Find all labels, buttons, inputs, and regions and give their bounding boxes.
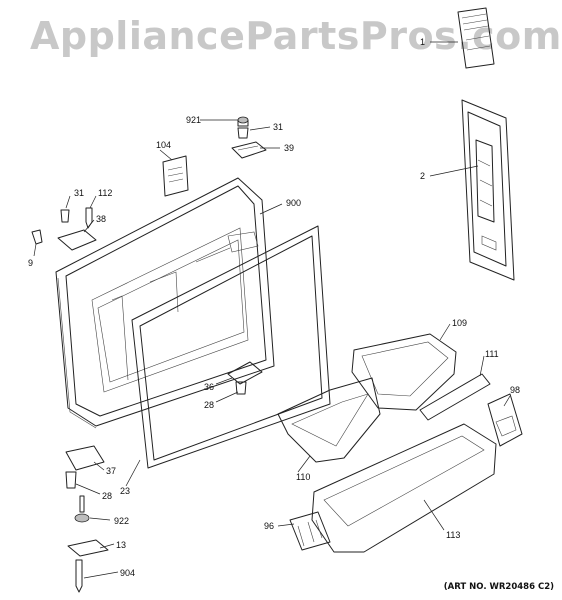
part-109-bin (351, 333, 457, 411)
callout-922: 922 (114, 516, 130, 526)
callout-113: 113 (446, 530, 461, 540)
callout-111: 111 (485, 349, 499, 359)
part-37-hinge (65, 445, 105, 471)
callout-104: 104 (156, 140, 172, 150)
callout-1: 1 (420, 37, 426, 47)
part-31-bushing-top (237, 127, 249, 139)
part-922-washer (74, 495, 90, 523)
watermark: AppliancePartsPros.com (30, 14, 562, 58)
part-31-bushing-left (60, 209, 70, 223)
part-921-cap (237, 116, 249, 127)
callout-109: 109 (452, 318, 468, 328)
part-38-hinge-cover (57, 229, 97, 251)
callout-96: 96 (264, 521, 275, 531)
callout-110: 110 (296, 472, 311, 482)
part-1-manual (457, 7, 495, 69)
callout-13: 13 (116, 540, 127, 550)
callout-31-top: 31 (273, 122, 284, 132)
part-13-hinge-bracket (67, 539, 109, 557)
part-110-bin (277, 377, 381, 463)
part-36-bracket (227, 361, 263, 385)
part-104-label (162, 155, 189, 197)
part-98-module (487, 393, 523, 447)
callout-28-lower: 28 (102, 491, 113, 501)
part-96-clip (289, 511, 331, 551)
callout-9: 9 (28, 258, 34, 268)
leader-lines (33, 41, 511, 579)
part-23-gasket (131, 225, 331, 469)
part-2-door-panel (461, 99, 515, 281)
callout-921: 921 (186, 115, 202, 125)
part-904-bolt (75, 559, 83, 593)
part-900-freezer-door (55, 177, 275, 429)
callout-36: 36 (204, 382, 215, 392)
callout-98: 98 (510, 385, 521, 395)
callout-2: 2 (420, 171, 426, 181)
part-9-screw (31, 229, 43, 245)
callout-31-left: 31 (74, 188, 85, 198)
part-28-bushing-lower (65, 471, 77, 489)
art-number: (ART NO. WR20486 C2) (443, 582, 554, 592)
callout-38: 38 (96, 214, 107, 224)
callout-39: 39 (284, 143, 295, 153)
callout-904: 904 (120, 568, 136, 578)
callout-23: 23 (120, 486, 131, 496)
callout-37: 37 (106, 466, 117, 476)
callout-28-center: 28 (204, 400, 215, 410)
part-39-hinge-cover (231, 141, 267, 159)
callout-900: 900 (286, 198, 302, 208)
part-28-bushing-center (235, 381, 247, 395)
part-111-bin-front (419, 373, 491, 421)
part-113-shelf-bin (311, 423, 497, 553)
callout-112: 112 (98, 188, 113, 198)
part-112-screw (85, 207, 93, 229)
